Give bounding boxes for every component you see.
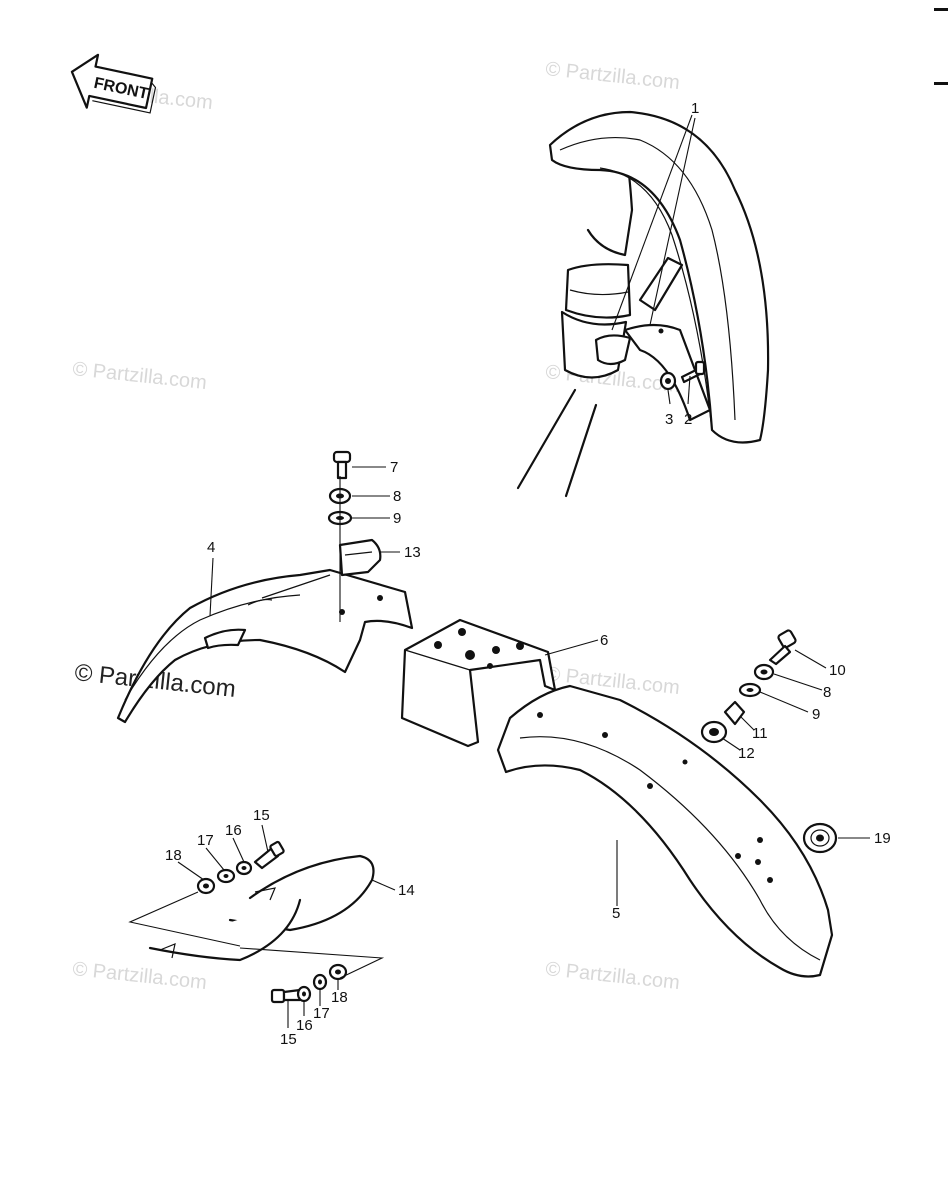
callout-16-upper: 16 bbox=[225, 822, 242, 839]
callout-16-lower: 16 bbox=[296, 1017, 313, 1034]
callout-14: 14 bbox=[398, 882, 415, 899]
spacer-11-icon bbox=[723, 700, 746, 726]
callout-8-right: 8 bbox=[823, 684, 831, 701]
grab-bar-14 bbox=[148, 854, 375, 962]
leader-lines bbox=[128, 114, 870, 1028]
callout-5: 5 bbox=[612, 905, 620, 922]
callout-9-right: 9 bbox=[812, 706, 820, 723]
callout-15-lower: 15 bbox=[280, 1031, 297, 1048]
callout-17-lower: 17 bbox=[313, 1005, 330, 1022]
bolt-7-icon bbox=[332, 450, 352, 480]
callout-9-upper: 9 bbox=[393, 510, 401, 527]
grommet-12-icon bbox=[700, 720, 728, 744]
bolt-10-icon bbox=[768, 629, 797, 666]
washer-17-upper-icon bbox=[216, 868, 236, 884]
callout-10: 10 bbox=[829, 662, 846, 679]
callout-8-upper: 8 bbox=[393, 488, 401, 505]
callout-4: 4 bbox=[207, 539, 215, 556]
front-arrow-icon: FRONT bbox=[70, 53, 157, 114]
washer-18-lower-icon bbox=[328, 963, 348, 981]
callout-7: 7 bbox=[390, 459, 398, 476]
nut-8-right-icon bbox=[753, 663, 775, 681]
callout-18-lower: 18 bbox=[331, 989, 348, 1006]
callout-17-upper: 17 bbox=[197, 832, 214, 849]
watermark-8: © Partzilla.com bbox=[544, 958, 680, 994]
nut-16-lower-icon bbox=[296, 985, 312, 1003]
callout-19: 19 bbox=[874, 830, 891, 847]
nut-16-upper-icon bbox=[235, 860, 253, 876]
clamp-13-icon bbox=[338, 538, 382, 577]
rear-fender bbox=[496, 684, 834, 978]
callout-18-upper: 18 bbox=[165, 847, 182, 864]
bolt-2-icon bbox=[680, 360, 706, 384]
callout-13: 13 bbox=[404, 544, 421, 561]
rear-fender-front-section bbox=[116, 568, 414, 724]
watermark-layer: © Partzilla.com © Partzilla.com © Partzi… bbox=[71, 58, 680, 994]
front-fork bbox=[516, 138, 634, 498]
callout-1: 1 bbox=[691, 100, 699, 117]
washer-9-right-icon bbox=[738, 682, 762, 698]
bolt-15-upper-icon bbox=[253, 840, 285, 870]
callout-15-upper: 15 bbox=[253, 807, 270, 824]
edge-marks bbox=[934, 8, 948, 85]
callout-2: 2 bbox=[684, 411, 692, 428]
watermark-3: © Partzilla.com bbox=[71, 358, 207, 394]
callout-6: 6 bbox=[600, 632, 608, 649]
washer-17-lower-icon bbox=[312, 973, 328, 991]
callout-11: 11 bbox=[752, 725, 768, 742]
bracket-6 bbox=[400, 618, 557, 748]
nut-3-icon bbox=[659, 371, 677, 391]
watermark-7: © Partzilla.com bbox=[71, 958, 207, 994]
washer-18-upper-icon bbox=[196, 877, 216, 895]
watermark-2: © Partzilla.com bbox=[544, 58, 680, 94]
callout-12: 12 bbox=[738, 745, 755, 762]
grommet-19-icon bbox=[802, 822, 838, 854]
callout-numbers: 1 2 3 4 5 6 7 8 9 13 10 8 9 11 12 19 14 … bbox=[165, 100, 891, 1048]
bolt-15-lower-icon bbox=[270, 988, 302, 1004]
callout-3: 3 bbox=[665, 411, 673, 428]
